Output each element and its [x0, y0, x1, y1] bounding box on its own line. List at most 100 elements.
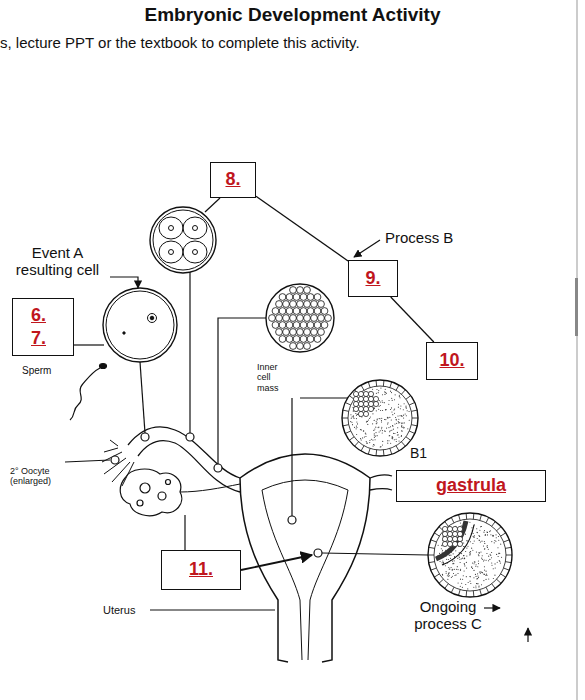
leader-lines-part — [484, 607, 500, 608]
stipple-dot — [470, 583, 471, 584]
stipple-dot — [401, 415, 402, 416]
cell-wall — [355, 442, 359, 446]
stipple-dot — [360, 429, 361, 430]
stipple-dot — [489, 531, 490, 532]
cell-wall — [504, 540, 510, 542]
cell-wall — [505, 547, 511, 548]
cell-wall — [445, 584, 449, 589]
stipple-dot — [487, 532, 488, 533]
morula-cell — [286, 294, 293, 301]
stipple-dot — [478, 563, 479, 564]
answer-box: 9. — [348, 260, 398, 297]
stipple-dot — [356, 421, 357, 422]
stipple-dot — [476, 564, 477, 565]
stipple-dot — [481, 526, 482, 527]
stipple-dot — [356, 427, 357, 428]
stipple-dot — [391, 392, 392, 393]
stipple-dot — [482, 555, 483, 556]
stipple-dot — [489, 559, 490, 560]
stipple-dot — [448, 559, 449, 560]
stipple-dot — [460, 579, 461, 580]
four-cell-stage-part — [153, 210, 213, 270]
four-cell-stage-part — [150, 207, 216, 273]
stipple-dot — [477, 578, 478, 579]
stipple-dot — [479, 571, 480, 572]
leader-lines-part — [150, 609, 275, 610]
stipple-dot — [401, 435, 402, 436]
stipple-dot — [386, 428, 387, 429]
stipple-dot — [452, 576, 453, 577]
stipple-dot — [394, 433, 395, 434]
stipple-dot — [466, 548, 467, 549]
stipple-dot — [494, 542, 495, 543]
stipple-dot — [356, 428, 357, 429]
inner-mass-cell — [442, 541, 447, 546]
cell-wall — [361, 446, 364, 451]
stipple-dot — [474, 540, 475, 541]
inner-mass-cell — [442, 536, 447, 541]
stipple-dot — [401, 425, 402, 426]
morula-cell — [286, 336, 293, 343]
morula-cell — [283, 315, 290, 322]
stipple-dot — [464, 564, 465, 565]
leader-lines-part — [110, 277, 138, 288]
stipple-dot — [481, 541, 482, 542]
cell-wall — [434, 533, 439, 536]
cell-wall — [412, 418, 418, 419]
stipple-dot — [464, 563, 465, 564]
stipple-dot — [399, 395, 400, 396]
stipple-dot — [464, 558, 465, 559]
cell-wall — [361, 385, 364, 390]
stipple-dot — [472, 543, 473, 544]
leader-lines-part — [527, 628, 528, 642]
stipple-dot — [457, 566, 458, 567]
oviduct-part — [102, 440, 134, 486]
inner-mass-cell — [457, 526, 462, 531]
station-points-part — [141, 433, 149, 441]
morula-cell — [283, 301, 290, 308]
cell-wall — [383, 450, 385, 456]
scrollbar-part — [576, 0, 578, 700]
stipple-dot — [387, 422, 388, 423]
cell-wall — [431, 568, 437, 570]
stipple-dot — [500, 563, 501, 564]
stipple-dot — [487, 534, 488, 535]
station-points — [111, 433, 322, 557]
stipple-dot — [407, 428, 408, 429]
morula-cell — [293, 322, 300, 329]
event-label: Event A resulting cell — [5, 244, 110, 279]
cell-wall — [497, 579, 501, 583]
stipple-dot — [476, 583, 477, 584]
inner-mass-cell — [452, 536, 457, 541]
stipple-dot — [382, 400, 383, 401]
stipple-dot — [397, 434, 398, 435]
stipple-dot — [379, 400, 380, 401]
stipple-dot — [452, 563, 453, 564]
stipple-dot — [376, 423, 377, 424]
stipple-dot — [398, 419, 399, 420]
morula-cell — [276, 315, 283, 322]
stipple-dot — [390, 409, 391, 410]
inner-mass-cell — [442, 531, 447, 536]
uterus-outline — [240, 454, 370, 662]
inner-mass-cell — [452, 541, 457, 546]
stipple-dot — [351, 422, 352, 423]
stipple-dot — [401, 416, 402, 417]
stipple-dot — [379, 418, 380, 419]
stipple-dot — [392, 426, 393, 427]
four-cell-stage-part — [183, 217, 207, 239]
morula-cell — [286, 308, 293, 315]
stipple-dot — [440, 561, 441, 562]
leader-lines-part — [65, 460, 110, 462]
stipple-dot — [374, 435, 375, 436]
uterus-outline-part — [240, 478, 288, 662]
cell-wall — [390, 382, 392, 388]
stipple-dot — [378, 409, 379, 410]
stipple-dot — [399, 396, 400, 397]
stipple-dot — [493, 578, 494, 579]
stipple-dot — [455, 574, 456, 575]
stipple-dot — [396, 419, 397, 420]
stipple-dot — [500, 544, 501, 545]
stipple-dot — [354, 427, 355, 428]
